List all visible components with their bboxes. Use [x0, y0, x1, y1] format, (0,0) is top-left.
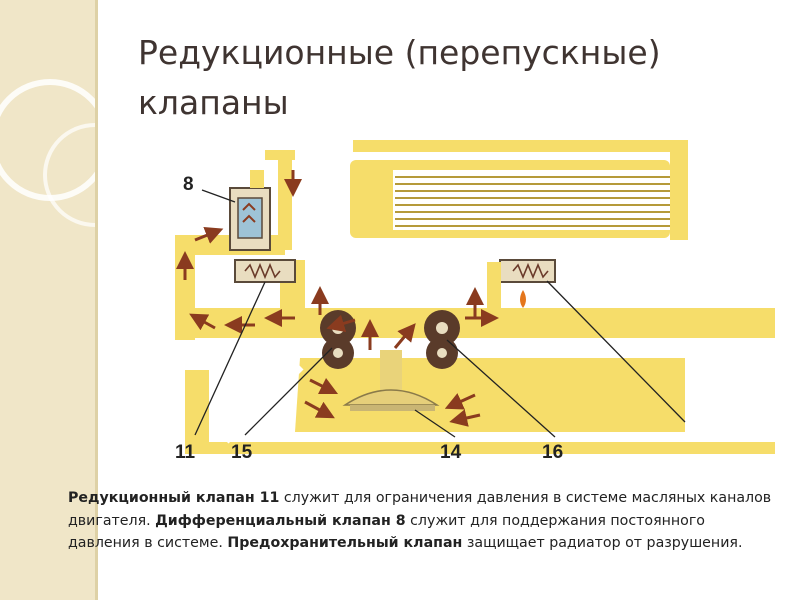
label-16: 16 — [542, 442, 563, 463]
main-oil-gallery — [185, 308, 775, 338]
caption-reducing-valve: Редукционный клапан 11 — [68, 490, 280, 506]
safety-valve — [487, 259, 556, 322]
lubrication-diagram: 8 11 15 14 16 — [95, 140, 800, 480]
label-14: 14 — [440, 442, 462, 463]
label-15: 15 — [231, 442, 253, 463]
caption-differential-valve: Дифференциальный клапан 8 — [155, 512, 406, 529]
sidebar-divider — [95, 0, 98, 600]
label-8: 8 — [183, 174, 194, 195]
slide-title: Редукционные (перепускные) клапаны — [138, 33, 661, 122]
caption-safety-valve: Предохранительный клапан — [227, 535, 463, 551]
caption-reducing-text: служит для ограничения давления в систем… — [68, 490, 772, 529]
caption-safety-text: защищает радиатор от разрушения. — [462, 535, 743, 551]
oil-radiator — [350, 140, 688, 240]
caption-text: Редукционный клапан 11 служит для ограни… — [68, 487, 773, 555]
pump-gear-16 — [424, 310, 460, 369]
reducing-valve-11 — [234, 259, 296, 283]
pump-gear-15 — [320, 310, 356, 369]
differential-valve-8 — [229, 170, 271, 251]
oil-flow-arrows — [176, 170, 499, 427]
decorative-circles — [0, 79, 95, 227]
label-11: 11 — [175, 442, 196, 463]
leader-lines — [194, 189, 686, 438]
oil-strainer-14 — [342, 350, 440, 411]
decorative-sidebar — [0, 0, 95, 600]
caption-differential-text: служит для поддержания постоянного давле… — [68, 512, 705, 552]
